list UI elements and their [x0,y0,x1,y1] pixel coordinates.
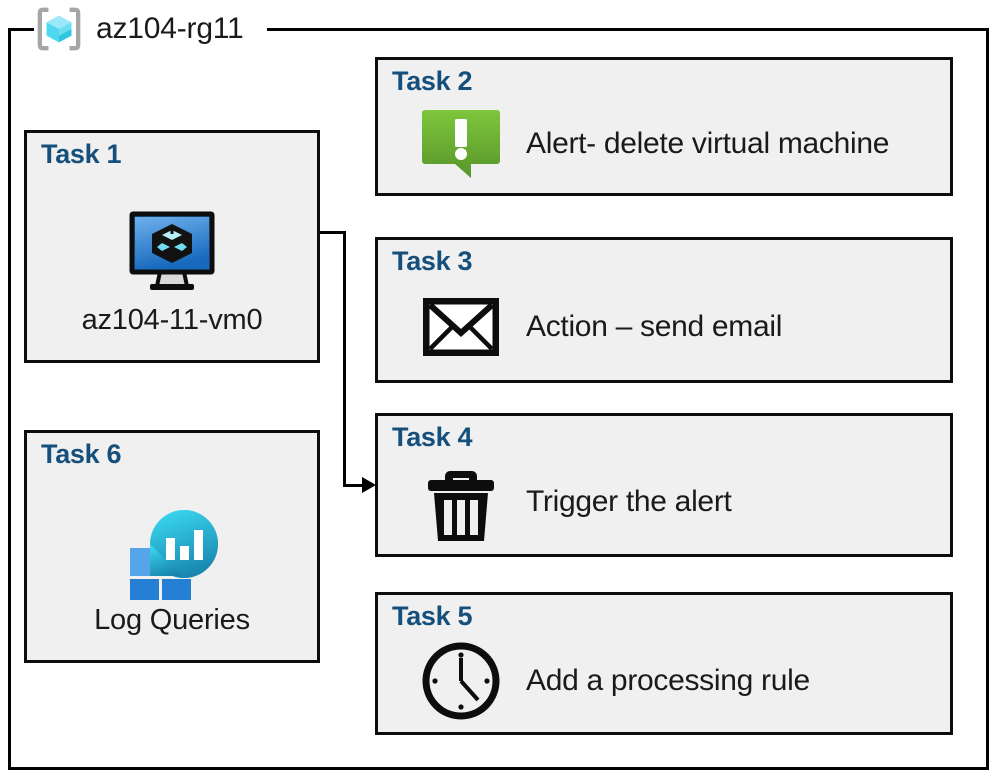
card-task4[interactable]: Task 4 Trigger the alert [375,413,953,557]
card-task4-caption: Trigger the alert [526,485,732,518]
card-task6-caption: Log Queries [94,604,250,636]
card-task4-title: Task 4 [392,422,473,452]
card-task5[interactable]: Task 5 Add a processing rule [375,592,953,735]
card-task6-body: Log Queries [27,477,317,666]
resource-group-icon [37,7,81,51]
card-task6[interactable]: Task 6 [24,430,320,663]
resource-group-border-top-right [267,28,989,31]
envelope-icon [423,298,499,356]
card-task2-body: Alert- delete virtual machine [418,100,940,187]
card-task2-caption: Alert- delete virtual machine [526,126,890,160]
resource-group-border-bottom [8,767,989,770]
connector-arrowhead-icon [362,477,376,493]
card-task1-body: az104-11-vm0 [27,177,317,366]
card-task6-icon-wrap [120,506,224,600]
card-task5-caption: Add a processing rule [526,663,810,697]
alert-bubble-icon [422,109,500,178]
card-task2[interactable]: Task 2 Alert- delete virtual machine [375,57,953,196]
card-task2-icon-wrap [418,106,504,182]
card-task3-title: Task 3 [392,246,473,276]
card-task3-caption: Action – send email [526,310,783,343]
card-task3[interactable]: Task 3 Action – send email [375,237,953,383]
resource-group-border-top-left [8,28,34,31]
card-task4-body: Trigger the alert [418,456,940,548]
connector-horizontal-to-task4 [343,484,367,487]
clock-icon [422,642,500,719]
card-task1[interactable]: Task 1 [24,130,320,363]
card-task3-icon-wrap [418,298,504,356]
connector-vertical [343,231,346,487]
card-task4-icon-wrap [418,459,504,545]
card-task5-body: Add a processing rule [418,635,940,726]
resource-group-label: az104-rg11 [96,12,244,45]
card-task6-title: Task 6 [41,439,122,469]
card-task1-title: Task 1 [41,139,122,169]
trash-can-icon [428,471,494,541]
resource-group-header: az104-rg11 [36,4,252,54]
card-task1-icon-wrap [124,206,220,298]
resource-group-border-right [986,28,989,770]
log-analytics-icon [130,510,218,600]
card-task5-icon-wrap [418,640,504,722]
card-task5-title: Task 5 [392,601,473,631]
card-task3-body: Action – send email [418,280,940,374]
virtual-machine-icon [129,211,215,290]
card-task2-title: Task 2 [392,66,473,96]
resource-group-border-left [8,28,11,770]
card-task1-caption: az104-11-vm0 [81,304,263,336]
